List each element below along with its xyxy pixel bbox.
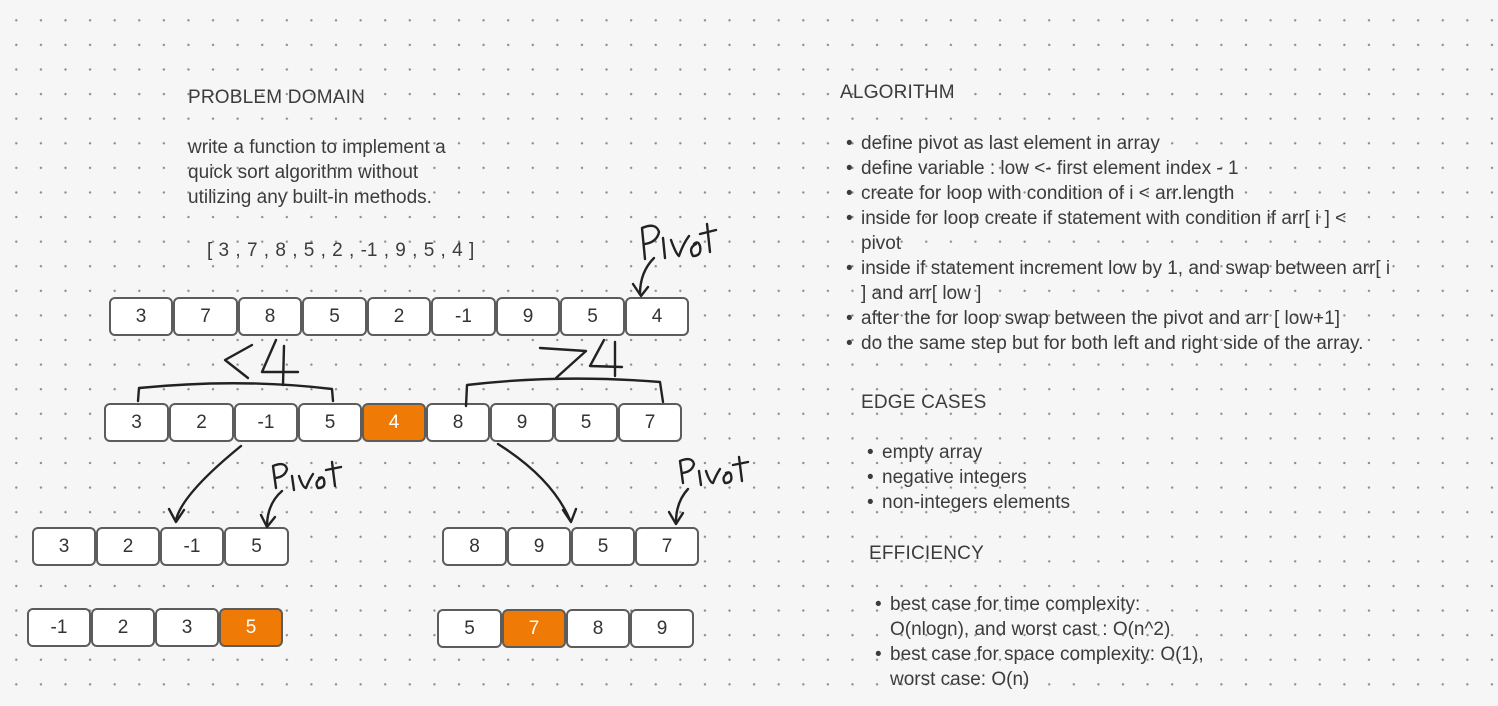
algorithm-step: define variable : low <- first element i… [840, 156, 1415, 181]
arrow-head [667, 510, 685, 526]
problem-line: write a function to implement a [188, 137, 446, 158]
arrow-head [631, 282, 650, 298]
algorithm-step: after the for loop swap between the pivo… [840, 306, 1415, 331]
array-cell: 7 [173, 297, 238, 336]
array-cell: 7 [618, 403, 682, 442]
greater-than-four-handwritten [538, 338, 624, 380]
algorithm-step: inside if statement increment low by 1, … [840, 256, 1391, 306]
pivot-label-handwritten [640, 222, 718, 261]
problem-line: quick sort algorithm without [188, 162, 419, 183]
pivot-cell: 7 [502, 609, 566, 648]
edge-case-item: non-integers elements [861, 490, 1070, 515]
algorithm-heading: ALGORITHM [840, 82, 955, 103]
problem-description: write a function to implement a quick so… [188, 135, 446, 210]
arrow-head [259, 513, 277, 529]
pivot-label-handwritten [271, 460, 343, 492]
array-cell: 3 [155, 608, 219, 647]
efficiency-item: best case for time complexity: O(nlogn),… [869, 592, 1190, 642]
array-cell: 3 [109, 297, 173, 336]
array-cell: 7 [635, 527, 699, 566]
pivot-cell: 5 [219, 608, 283, 647]
edge-case-item: negative integers [861, 465, 1070, 490]
split-arrow-right [496, 442, 572, 522]
less-than-four-handwritten [223, 338, 300, 387]
pivot-arrow [674, 487, 690, 524]
array-cell: 5 [571, 527, 635, 566]
arrow-head [167, 507, 186, 524]
split-arrow-left [174, 444, 243, 522]
problem-line: utilizing any built-in methods. [188, 187, 432, 208]
array-cell: 9 [490, 403, 554, 442]
array-cell: 4 [625, 297, 689, 336]
algorithm-steps: define pivot as last element in array de… [840, 131, 1415, 356]
array-cell: 3 [32, 527, 96, 566]
efficiency-list: best case for time complexity: O(nlogn),… [869, 592, 1259, 692]
array-cell: 2 [96, 527, 160, 566]
array-cell: 8 [566, 609, 630, 648]
example-array: [ 3 , 7 , 8 , 5 , 2 , -1 , 9 , 5 , 4 ] [207, 240, 475, 261]
array-cell: 5 [298, 403, 362, 442]
pivot-arrow [265, 489, 284, 526]
efficiency-heading: EFFICIENCY [869, 543, 984, 564]
array-cell: 5 [560, 297, 625, 336]
array-cell: 8 [426, 403, 490, 442]
pivot-cell: 4 [362, 403, 426, 442]
bracket-left [136, 382, 335, 403]
array-cell: 2 [367, 297, 431, 336]
edge-case-item: empty array [861, 440, 1070, 465]
array-cell: -1 [431, 297, 496, 336]
array-cell: 9 [630, 609, 694, 648]
array-cell: 8 [442, 527, 507, 566]
array-cell: -1 [160, 527, 224, 566]
edge-cases-list: empty array negative integers non-intege… [861, 440, 1070, 515]
array-cell: 5 [302, 297, 367, 336]
array-cell: 2 [91, 608, 155, 647]
array-cell: -1 [27, 608, 91, 647]
array-cell: 8 [238, 297, 302, 336]
array-cell: 2 [169, 403, 234, 442]
algorithm-step: create for loop with condition of i < ar… [840, 181, 1415, 206]
problem-domain-heading: PROBLEM DOMAIN [188, 87, 365, 108]
pivot-arrow [638, 256, 656, 296]
pivot-label-handwritten [678, 455, 750, 487]
array-cell: 9 [496, 297, 560, 336]
array-cell: 9 [507, 527, 571, 566]
algorithm-step: define pivot as last element in array [840, 131, 1415, 156]
array-cell: 5 [554, 403, 618, 442]
arrow-head [561, 507, 578, 524]
array-cell: 5 [437, 609, 502, 648]
algorithm-step: do the same step but for both left and r… [840, 331, 1415, 356]
efficiency-item: best case for space complexity: O(1), wo… [869, 642, 1250, 692]
algorithm-step: inside for loop create if statement with… [840, 206, 1391, 256]
edge-cases-heading: EDGE CASES [861, 392, 987, 413]
array-cell: -1 [234, 403, 298, 442]
array-cell: 5 [224, 527, 289, 566]
bracket-right [464, 377, 665, 408]
array-cell: 3 [104, 403, 169, 442]
